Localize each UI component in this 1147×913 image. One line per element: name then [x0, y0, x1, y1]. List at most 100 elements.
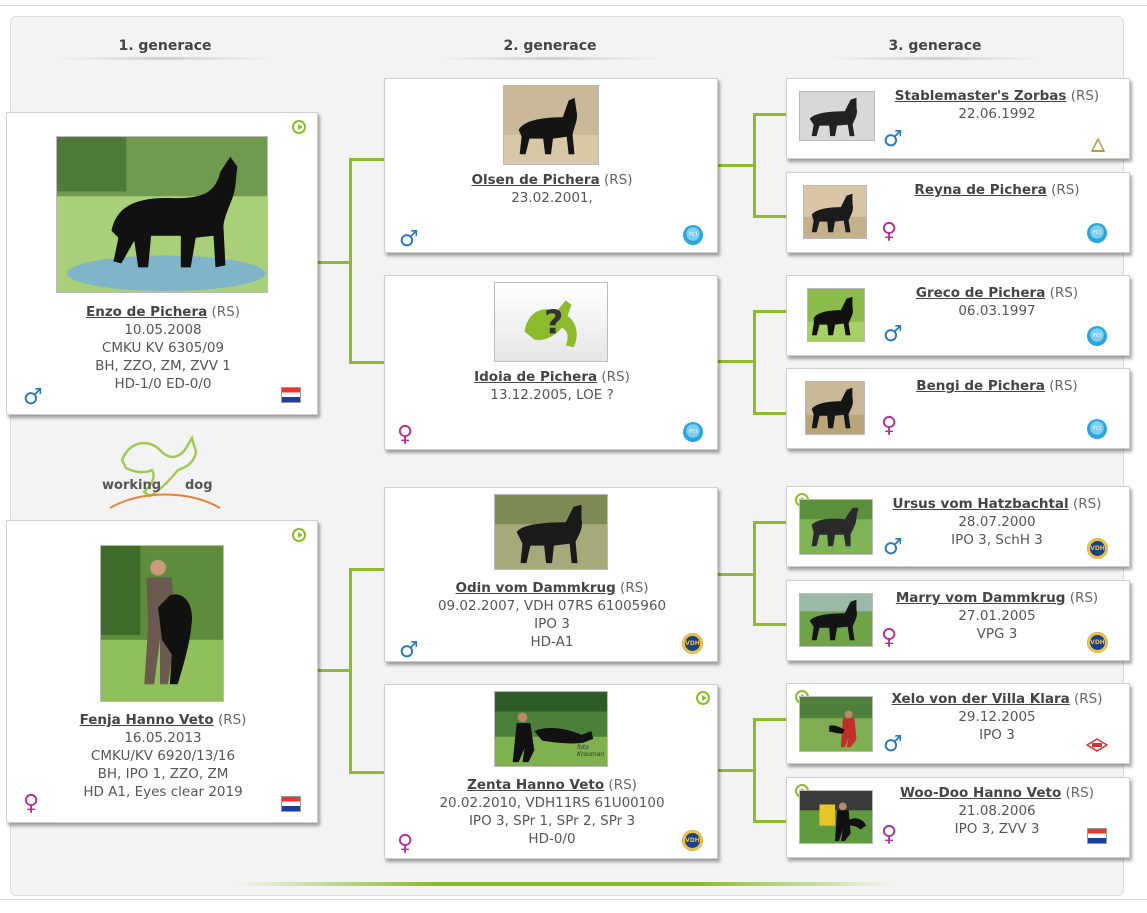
dog-name-link[interactable]: Zenta Hanno Veto — [467, 777, 605, 793]
sire-card[interactable]: Enzo de Pichera (RS) 10.05.2008 CMKU KV … — [6, 112, 318, 415]
ssd-card[interactable]: Reyna de Pichera (RS) ♀ FCI — [786, 172, 1130, 253]
dog-photo[interactable] — [807, 288, 865, 342]
cmku-logo — [1087, 828, 1107, 844]
cmku-logo — [281, 796, 301, 812]
connector — [349, 568, 352, 774]
dam-sire-card[interactable]: Odin vom Dammkrug (RS) 09.02.2007, VDH 0… — [384, 487, 718, 662]
connector — [753, 310, 756, 415]
svg-text:?: ? — [544, 303, 563, 342]
male-icon: ♂ — [883, 322, 903, 347]
sds-card[interactable]: Greco de Pichera (RS) 06.03.1997 ♂ FCI — [786, 275, 1130, 356]
gen1-header: 1. generace — [30, 38, 300, 60]
dog-photo[interactable] — [799, 91, 875, 141]
dog-detail-line: VPG 3 — [976, 626, 1018, 642]
connector — [349, 158, 352, 364]
video-icon[interactable] — [292, 528, 306, 542]
dss-card[interactable]: Ursus vom Hatzbachtal (RS) 28.07.2000 IP… — [786, 486, 1130, 567]
dog-name-link[interactable]: Greco de Pichera — [915, 285, 1046, 301]
dog-photo[interactable] — [799, 499, 873, 555]
dog-name-link[interactable]: Olsen de Pichera — [471, 172, 600, 188]
dog-info: Greco de Pichera (RS) 06.03.1997 — [882, 284, 1112, 320]
video-icon[interactable] — [292, 120, 306, 134]
breed-code: (RS) — [1070, 88, 1100, 104]
dog-photo[interactable] — [799, 696, 873, 752]
dog-name-link[interactable]: Xelo von der Villa Klara — [891, 691, 1070, 707]
gen3-header: 3. generace — [800, 38, 1070, 60]
dog-detail-line: 16.05.2013 — [124, 730, 202, 746]
dog-info: Odin vom Dammkrug (RS) 09.02.2007, VDH 0… — [385, 579, 719, 651]
dog-photo[interactable] — [100, 545, 224, 702]
working-dog-logo: working dog — [100, 430, 230, 510]
dog-info: Zenta Hanno Veto (RS) 20.02.2010, VDH11R… — [385, 776, 719, 848]
dog-name-link[interactable]: Ursus vom Hatzbachtal — [892, 496, 1069, 512]
dog-photo[interactable] — [799, 790, 873, 844]
dog-name-link[interactable]: Marry vom Dammkrug — [895, 590, 1066, 606]
placeholder-photo[interactable]: ? — [494, 282, 608, 362]
dog-info: Reyna de Pichera (RS) — [882, 181, 1112, 199]
dog-photo[interactable] — [799, 593, 873, 647]
dog-name-link[interactable]: Odin vom Dammkrug — [455, 580, 616, 596]
dog-detail-line: 22.06.1992 — [958, 106, 1036, 122]
dog-info: Fenja Hanno Veto (RS) 16.05.2013 CMKU/KV… — [7, 711, 319, 801]
dog-name-link[interactable]: Reyna de Pichera — [914, 182, 1047, 198]
dam-card[interactable]: Fenja Hanno Veto (RS) 16.05.2013 CMKU/KV… — [6, 520, 318, 823]
ddd-card[interactable]: Woo-Doo Hanno Veto (RS) 21.08.2006 IPO 3… — [786, 777, 1130, 858]
dog-name-link[interactable]: Stablemaster's Zorbas — [894, 88, 1067, 104]
dog-name-link[interactable]: Idoia de Pichera — [474, 369, 598, 385]
dsd-card[interactable]: Marry vom Dammkrug (RS) 27.01.2005 VPG 3… — [786, 580, 1130, 661]
dog-detail-line: HD-A1 — [530, 634, 574, 650]
bottom-accent-bar — [235, 882, 895, 886]
gen2-header: 2. generace — [410, 38, 690, 60]
dog-detail-line: 21.08.2006 — [958, 803, 1036, 819]
dog-photo[interactable]: foto Krouman — [494, 691, 608, 767]
connector — [753, 718, 786, 721]
dog-detail-line: BH, ZZO, ZM, ZVV 1 — [95, 358, 231, 374]
breed-code: (RS) — [1074, 691, 1103, 707]
female-icon: ♀ — [397, 422, 414, 447]
sdd-card[interactable]: Bengi de Pichera (RS) ♀ FCI — [786, 368, 1130, 449]
dog-photo[interactable] — [56, 136, 268, 293]
breed-code: (RS) — [620, 580, 649, 596]
dog-detail-line: 28.07.2000 — [958, 514, 1036, 530]
sss-card[interactable]: Stablemaster's Zorbas (RS) 22.06.1992 ♂ — [786, 78, 1130, 159]
dog-photo[interactable] — [805, 381, 865, 435]
dog-info: Bengi de Pichera (RS) — [882, 377, 1112, 395]
dog-info: Enzo de Pichera (RS) 10.05.2008 CMKU KV … — [7, 303, 319, 393]
cmku-logo — [281, 387, 301, 403]
dog-photo[interactable] — [494, 494, 608, 570]
female-icon: ♀ — [23, 791, 40, 816]
dog-detail-line: 27.01.2005 — [958, 608, 1036, 624]
breed-code: (RS) — [1069, 590, 1099, 606]
breed-code: (RS) — [608, 777, 637, 793]
dog-info: Stablemaster's Zorbas (RS) 22.06.1992 — [882, 87, 1112, 123]
connector — [318, 669, 352, 672]
dds-card[interactable]: Xelo von der Villa Klara (RS) 29.12.2005… — [786, 683, 1130, 764]
connector — [318, 261, 352, 264]
dog-detail-line: IPO 3 — [534, 616, 570, 632]
dog-detail-line: 09.02.2007, VDH 07RS 61005960 — [437, 598, 667, 614]
breed-code: (RS) — [1049, 285, 1079, 301]
dog-photo[interactable] — [503, 85, 599, 165]
connector — [718, 769, 756, 772]
video-icon[interactable] — [696, 691, 710, 705]
dog-name-link[interactable]: Fenja Hanno Veto — [79, 712, 214, 728]
dog-detail-line: CMKU/KV 6920/13/16 — [90, 748, 236, 764]
sire-dam-card[interactable]: ? Idoia de Pichera (RS) 13.12.2005, LOE … — [384, 275, 718, 450]
sire-sire-card[interactable]: Olsen de Pichera (RS) 23.02.2001, ♂ FCI — [384, 78, 718, 253]
fci-logo: FCI — [1087, 326, 1107, 346]
dam-dam-card[interactable]: foto Krouman Zenta Hanno Veto (RS) 20.02… — [384, 684, 718, 859]
dog-detail-line: IPO 3 — [979, 727, 1015, 743]
dog-photo[interactable] — [803, 185, 867, 239]
dog-name-link[interactable]: Woo-Doo Hanno Veto — [900, 785, 1062, 801]
male-icon: ♂ — [883, 127, 903, 152]
dog-detail-line: 13.12.2005, LOE ? — [490, 387, 614, 403]
fci-logo: FCI — [683, 422, 703, 442]
vdh-logo: VDH — [682, 830, 703, 851]
dog-name-link[interactable]: Enzo de Pichera — [85, 304, 208, 320]
male-icon: ♂ — [399, 638, 419, 663]
dog-name-link[interactable]: Bengi de Pichera — [916, 378, 1045, 394]
logo-text-right: dog — [185, 478, 213, 493]
vdh-logo: VDH — [682, 633, 703, 654]
dog-info: Olsen de Pichera (RS) 23.02.2001, — [385, 171, 719, 207]
dog-detail-line: HD A1, Eyes clear 2019 — [83, 784, 243, 800]
